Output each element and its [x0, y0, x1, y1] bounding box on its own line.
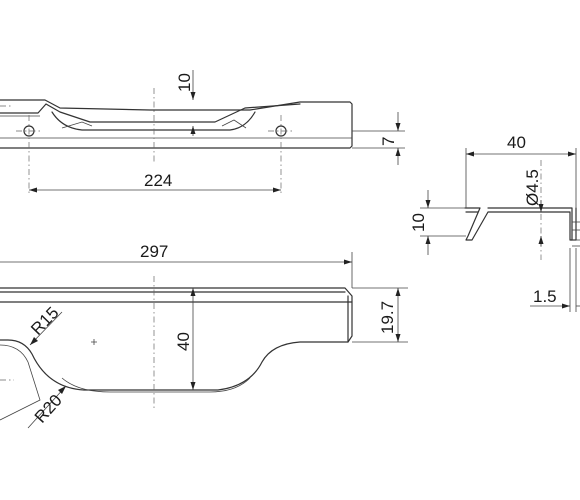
dim-text-side-width: 40 — [507, 133, 526, 152]
side-view-profile-inner — [465, 207, 573, 241]
dim-text-hole-spacing: 224 — [144, 171, 172, 190]
front-view-inner — [0, 291, 353, 343]
dim-thickness: 1.5 — [530, 248, 580, 312]
dim-side-width: 40 — [465, 133, 577, 208]
dim-text-hole-dia: Ø4.5 — [523, 169, 542, 206]
dim-text-radius-large: R20 — [31, 391, 66, 427]
dim-hole-offset: 7 — [352, 112, 405, 165]
dim-text-hole-offset: 7 — [379, 137, 398, 146]
dim-side-height: 10 — [409, 190, 466, 255]
dim-text-front-height: 40 — [174, 332, 193, 351]
dim-radius-large: R20 — [27, 385, 67, 429]
front-view — [0, 276, 353, 421]
dim-text-total-length: 297 — [140, 242, 168, 261]
top-view-fold-right — [221, 119, 247, 129]
dim-total-length: 297 — [0, 242, 353, 288]
top-view-groove-lower — [51, 111, 256, 131]
dim-front-offset: 19.7 — [352, 287, 408, 343]
dim-text-top-depth: 10 — [175, 73, 194, 92]
dim-text-thickness: 1.5 — [533, 287, 557, 306]
top-view-outline — [0, 99, 353, 149]
front-view-lower-left — [0, 344, 41, 421]
center-mark — [91, 339, 97, 345]
top-view-groove — [0, 103, 301, 123]
dim-radius-small: R15 — [27, 303, 63, 346]
front-view-lip — [61, 377, 251, 393]
dim-text-radius-small: R15 — [27, 303, 62, 339]
dim-text-front-offset: 19.7 — [378, 301, 397, 334]
dim-hole-spacing: 224 — [29, 171, 281, 193]
front-view-outline — [0, 287, 353, 391]
dim-hole-dia: Ø4.5 — [523, 169, 544, 246]
side-view-profile — [464, 207, 577, 241]
top-view-fold-left — [61, 121, 93, 129]
dim-top-depth: 10 — [175, 70, 196, 136]
dim-front-height: 40 — [174, 288, 196, 390]
top-view — [0, 88, 353, 195]
dim-text-side-height: 10 — [409, 213, 428, 232]
